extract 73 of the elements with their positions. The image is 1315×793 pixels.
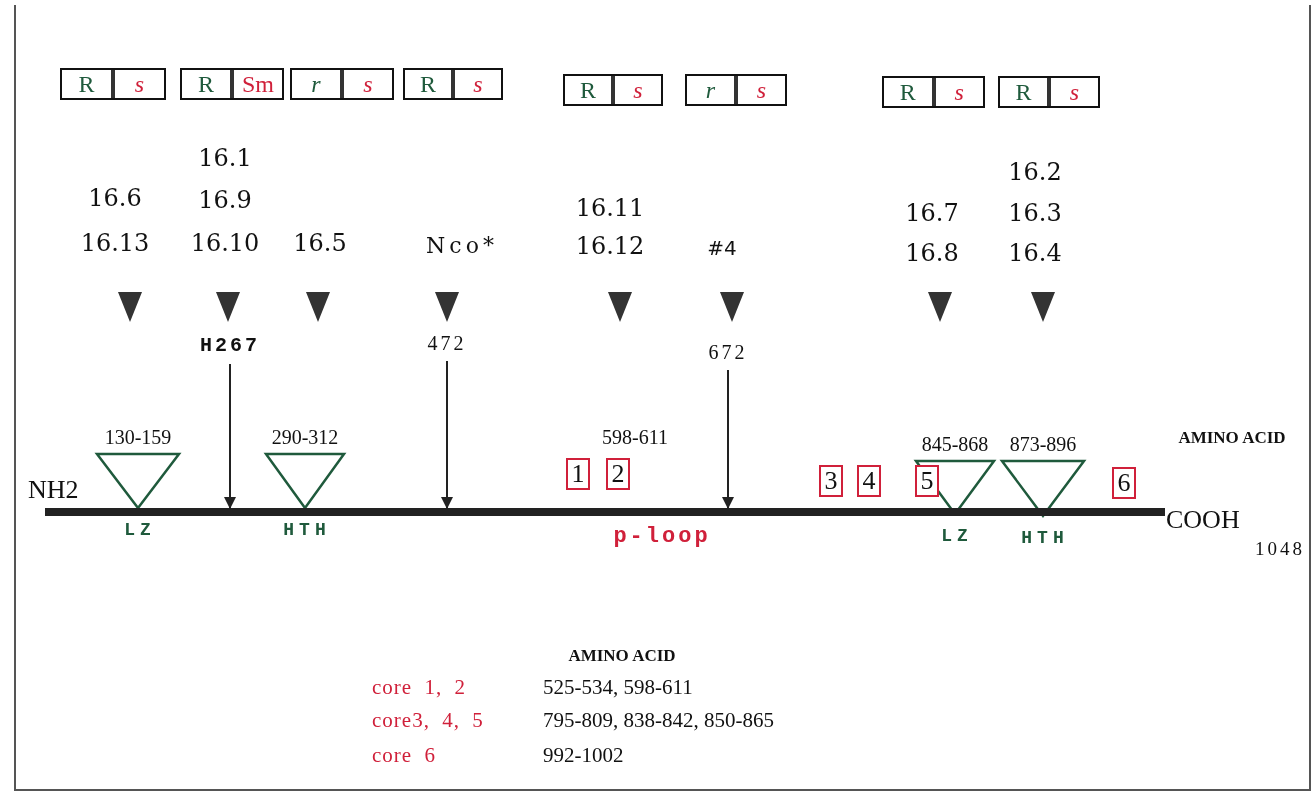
heading-text: AMINO ACID: [1178, 428, 1286, 446]
clone-number: 16.11: [575, 196, 645, 220]
arrow: [722, 369, 734, 509]
domain-label: LZ: [124, 521, 156, 539]
split-box: [882, 76, 985, 108]
domain-label: HTH: [1021, 529, 1069, 547]
code-letter: s: [611, 76, 661, 104]
code-letter: R: [579, 76, 597, 104]
domain-label: LZ: [941, 527, 973, 545]
clone-number: 16.8: [905, 241, 959, 265]
code-letter: R: [77, 70, 96, 98]
clone-number: 16.6: [88, 186, 142, 210]
core-number-box: 6: [1112, 467, 1136, 499]
split-box: [685, 74, 787, 106]
code-letter: s: [111, 70, 164, 98]
core-number-box: 5: [915, 465, 939, 497]
arrow: [224, 363, 236, 509]
code-letter: s: [1047, 78, 1098, 106]
core-key: core 1, 2: [372, 676, 466, 698]
core-number-box: 3: [819, 465, 843, 497]
code-letter: R: [1014, 78, 1033, 106]
clone-number: 16.5: [293, 231, 347, 255]
domain-label: HTH: [283, 521, 331, 539]
split-box: [998, 76, 1100, 108]
residue-range: 598-611: [602, 427, 668, 447]
heading-text: AMINO ACID: [568, 646, 676, 664]
code-letter: s: [451, 70, 501, 98]
core-number-box: 1: [566, 458, 590, 490]
residue-range: 845-868: [921, 434, 989, 454]
split-box: [563, 74, 663, 106]
split-box: [290, 68, 394, 100]
length-label: 1048: [1255, 538, 1305, 558]
core-number-box: 2: [606, 458, 630, 490]
terminus-label: COOH: [1166, 507, 1240, 533]
arrow: [441, 360, 453, 509]
code-letter: R: [898, 78, 917, 106]
residue-range: 290-312: [271, 427, 339, 447]
site-label: 672: [708, 342, 748, 362]
code-letter: r: [704, 76, 717, 104]
code-letter: r: [310, 70, 322, 98]
split-box: [403, 68, 503, 100]
code-letter: R: [419, 70, 437, 98]
site-name: Nco*: [426, 235, 498, 257]
clone-number: 16.4: [1008, 241, 1062, 265]
split-box: [180, 68, 284, 100]
core-key: core3, 4, 5: [372, 709, 484, 731]
code-letter: Sm: [230, 70, 282, 98]
clone-number: 16.9: [198, 188, 252, 212]
residue-range: 795-809, 838-842, 850-865: [543, 709, 774, 731]
code-letter: s: [340, 70, 392, 98]
core-number-box: 4: [857, 465, 881, 497]
terminus-label: NH2: [28, 477, 79, 503]
residue-range: 130-159: [104, 427, 172, 447]
clone-number: 16.2: [1008, 160, 1062, 184]
split-box: [60, 68, 166, 100]
clone-number: 16.7: [905, 201, 959, 225]
residue-range: 525-534, 598-611: [543, 676, 693, 698]
site-label: 472: [427, 333, 467, 353]
clone-number: 16.3: [1008, 201, 1062, 225]
clone-number: 16.12: [575, 234, 645, 258]
code-letter: R: [197, 70, 215, 98]
residue-range: 992-1002: [543, 744, 624, 766]
clone-number: 16.1: [198, 146, 252, 170]
code-letter: s: [734, 76, 785, 104]
clone-number: 16.10: [190, 231, 260, 255]
core-key: core 6: [372, 744, 436, 766]
residue-range: 873-896: [1009, 434, 1077, 454]
site-label: H267: [200, 336, 260, 356]
site-name: #4: [707, 238, 737, 258]
clone-number: 16.13: [80, 231, 150, 255]
motif-label: p-loop: [613, 526, 711, 548]
protein-bar: [45, 508, 1165, 516]
code-letter: s: [931, 78, 983, 106]
